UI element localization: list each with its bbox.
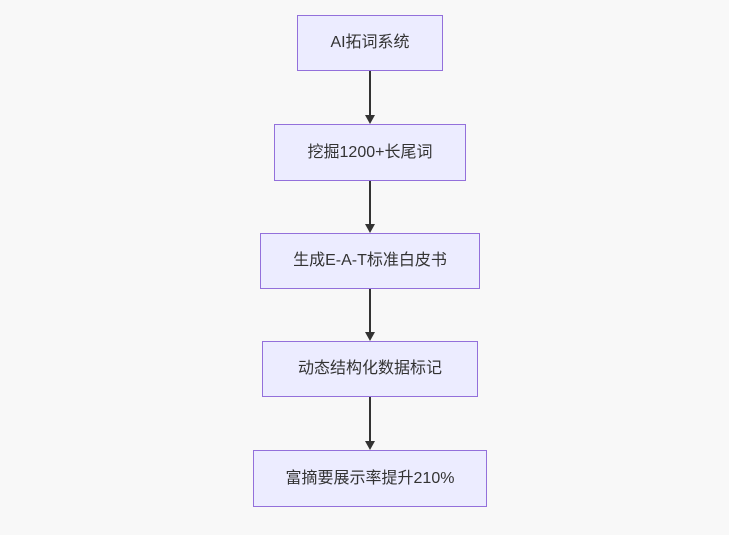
arrow-line bbox=[369, 181, 371, 226]
connector-arrow-4 bbox=[364, 397, 376, 450]
arrowhead-down-icon bbox=[365, 332, 375, 341]
arrowhead-down-icon bbox=[365, 224, 375, 233]
arrowhead-down-icon bbox=[365, 441, 375, 450]
flow-node-3: 生成E-A-T标准白皮书 bbox=[260, 233, 480, 289]
flow-node-4: 动态结构化数据标记 bbox=[262, 341, 478, 397]
flow-node-4-label: 动态结构化数据标记 bbox=[297, 360, 442, 378]
arrow-line bbox=[369, 71, 371, 117]
flow-node-2-label: 挖掘1200+长尾词 bbox=[307, 143, 433, 161]
flow-node-1-label: AI拓词系统 bbox=[330, 34, 410, 52]
flow-node-2: 挖掘1200+长尾词 bbox=[274, 124, 466, 181]
connector-arrow-2 bbox=[364, 181, 376, 233]
arrow-line bbox=[369, 289, 371, 334]
flow-node-5: 富摘要展示率提升210% bbox=[253, 450, 487, 507]
flow-node-5-label: 富摘要展示率提升210% bbox=[285, 469, 455, 487]
arrow-line bbox=[369, 397, 371, 443]
arrowhead-down-icon bbox=[365, 115, 375, 124]
flow-node-3-label: 生成E-A-T标准白皮书 bbox=[293, 252, 447, 270]
connector-arrow-3 bbox=[364, 289, 376, 341]
flow-node-1: AI拓词系统 bbox=[297, 15, 443, 71]
connector-arrow-1 bbox=[364, 71, 376, 124]
